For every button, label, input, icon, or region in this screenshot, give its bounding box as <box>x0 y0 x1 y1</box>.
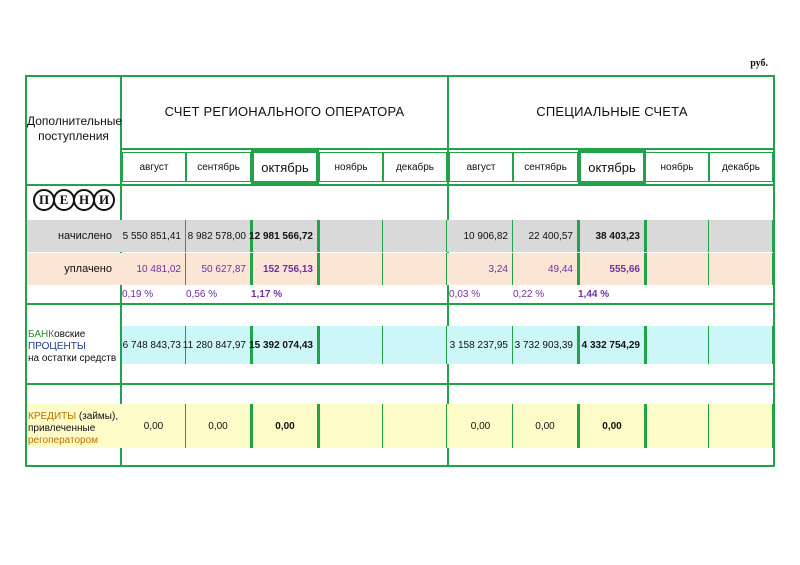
month-header-cell: ноябрь <box>319 152 383 182</box>
credits-label: КРЕДИТЫ (займы), привлеченные регоперато… <box>28 411 120 447</box>
peni-letter: Н <box>73 189 95 211</box>
paid-special-cell: 49,44 <box>513 253 578 285</box>
accrued-regional-cell: 12 981 566,72 <box>249 220 320 252</box>
month-header-cell: август <box>449 152 513 182</box>
divider-months <box>25 184 775 186</box>
header-left-title: Дополнительные поступления <box>27 114 122 143</box>
bank-special-cell: 4 332 754,29 <box>577 326 647 364</box>
bank-regional-cell: 6 748 843,73 <box>122 326 186 364</box>
bank-special-cell <box>709 326 773 364</box>
credits-special-cell: 0,00 <box>513 404 578 448</box>
month-header-cell: октябрь <box>251 150 319 184</box>
credits-regional-cell <box>319 404 383 448</box>
accrued-band <box>27 220 773 252</box>
paid-regional-cell <box>319 253 383 285</box>
credits-special-cell: 0,00 <box>449 404 513 448</box>
credits-special-cell: 0,00 <box>577 404 647 448</box>
peni-logo: П Е Н И <box>33 189 115 213</box>
bank-label-percent: ПРОЦЕНТЫ <box>28 341 86 352</box>
paid-special-cell: 555,66 <box>577 253 647 285</box>
percent-special-value: 0,22 % <box>513 289 545 300</box>
paid-regional-cell <box>383 253 447 285</box>
header-regional-title: СЧЕТ РЕГИОНАЛЬНОГО ОПЕРАТОРА <box>164 104 405 119</box>
peni-letter: И <box>93 189 115 211</box>
currency-unit: руб. <box>750 58 768 69</box>
accrued-special-cell: 22 400,57 <box>513 220 578 252</box>
paid-special-cell <box>645 253 709 285</box>
credits-regional-cell <box>383 404 447 448</box>
accrued-regional-cell: 8 982 578,00 <box>186 220 251 252</box>
credits-regional-cell: 0,00 <box>186 404 251 448</box>
bank-label-bank: БАНК <box>28 329 55 340</box>
credits-special-cell <box>709 404 773 448</box>
accrued-special-cell <box>645 220 709 252</box>
accrued-special-cell <box>709 220 773 252</box>
accrued-regional-cell <box>383 220 447 252</box>
credits-special-cell <box>645 404 709 448</box>
bank-label: БАНКовские ПРОЦЕНТЫ на остатки средств <box>28 329 120 365</box>
credits-regional-cell: 0,00 <box>122 404 186 448</box>
month-header-cell: сентябрь <box>513 152 578 182</box>
credits-label-attracted: привлеченные <box>28 423 96 434</box>
month-header-cell: сентябрь <box>186 152 251 182</box>
accrued-regional-cell <box>319 220 383 252</box>
paid-regional-cell: 10 481,02 <box>122 253 186 285</box>
bank-special-cell <box>645 326 709 364</box>
header-special-title: СПЕЦИАЛЬНЫЕ СЧЕТА <box>536 104 688 119</box>
peni-letter: Е <box>53 189 75 211</box>
percent-regional-value: 0,56 % <box>186 289 218 300</box>
month-header-cell: ноябрь <box>645 152 709 182</box>
bank-label-suffix: овские <box>54 329 86 340</box>
credits-band <box>27 404 773 448</box>
accrued-regional-cell: 5 550 851,41 <box>122 220 186 252</box>
paid-regional-cell: 152 756,13 <box>250 253 320 285</box>
paid-special-cell <box>709 253 773 285</box>
accrued-special-cell: 38 403,23 <box>577 220 647 252</box>
divider-bottom <box>25 465 775 467</box>
accrued-special-cell: 10 906,82 <box>449 220 513 252</box>
paid-special-cell: 3,24 <box>449 253 513 285</box>
divider-peni <box>25 303 775 305</box>
month-header-cell: август <box>122 152 186 182</box>
credits-regional-cell: 0,00 <box>250 404 320 448</box>
divider-bank <box>25 383 775 385</box>
percent-special-value: 0,03 % <box>449 289 481 300</box>
bank-special-cell: 3 158 237,95 <box>449 326 513 364</box>
paid-regional-cell: 50 627,87 <box>186 253 251 285</box>
percent-special-value: 1,44 % <box>578 289 610 300</box>
bank-label-balance: на остатки средств <box>28 353 117 364</box>
credits-label-operator: регоператором <box>28 435 99 446</box>
credits-label-loans: (займы), <box>76 411 119 422</box>
divider-header <box>120 148 775 150</box>
bank-regional-cell <box>383 326 447 364</box>
bank-regional-cell: 15 392 074,43 <box>249 326 320 364</box>
bank-regional-cell: 11 280 847,97 <box>183 326 251 364</box>
month-header-cell: декабрь <box>383 152 447 182</box>
paid-label: уплачено <box>64 263 112 275</box>
bank-regional-cell <box>319 326 383 364</box>
peni-letter: П <box>33 189 55 211</box>
paid-band <box>27 253 773 285</box>
credits-label-credits: КРЕДИТЫ <box>28 411 77 422</box>
percent-regional-value: 1,17 % <box>251 289 283 300</box>
month-header-cell: декабрь <box>709 152 773 182</box>
accrued-label: начислено <box>57 230 112 242</box>
bank-special-cell: 3 732 903,39 <box>513 326 578 364</box>
percent-regional-value: 0,19 % <box>122 289 154 300</box>
bank-band <box>122 326 773 364</box>
month-header-cell: октябрь <box>578 150 646 184</box>
